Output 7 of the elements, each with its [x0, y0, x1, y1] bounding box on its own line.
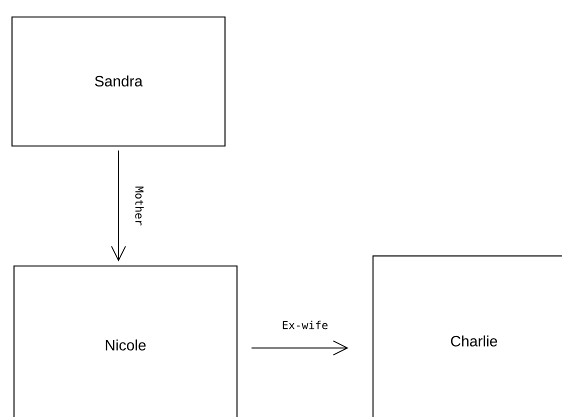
edge-label: Mother	[134, 185, 145, 227]
person-box: Sandra	[11, 16, 226, 147]
person-box: Charlie	[372, 255, 562, 417]
arrow	[251, 340, 348, 356]
arrow	[111, 150, 126, 262]
person-box: Nicole	[13, 265, 238, 417]
edge-label: Ex-wife	[280, 320, 330, 330]
